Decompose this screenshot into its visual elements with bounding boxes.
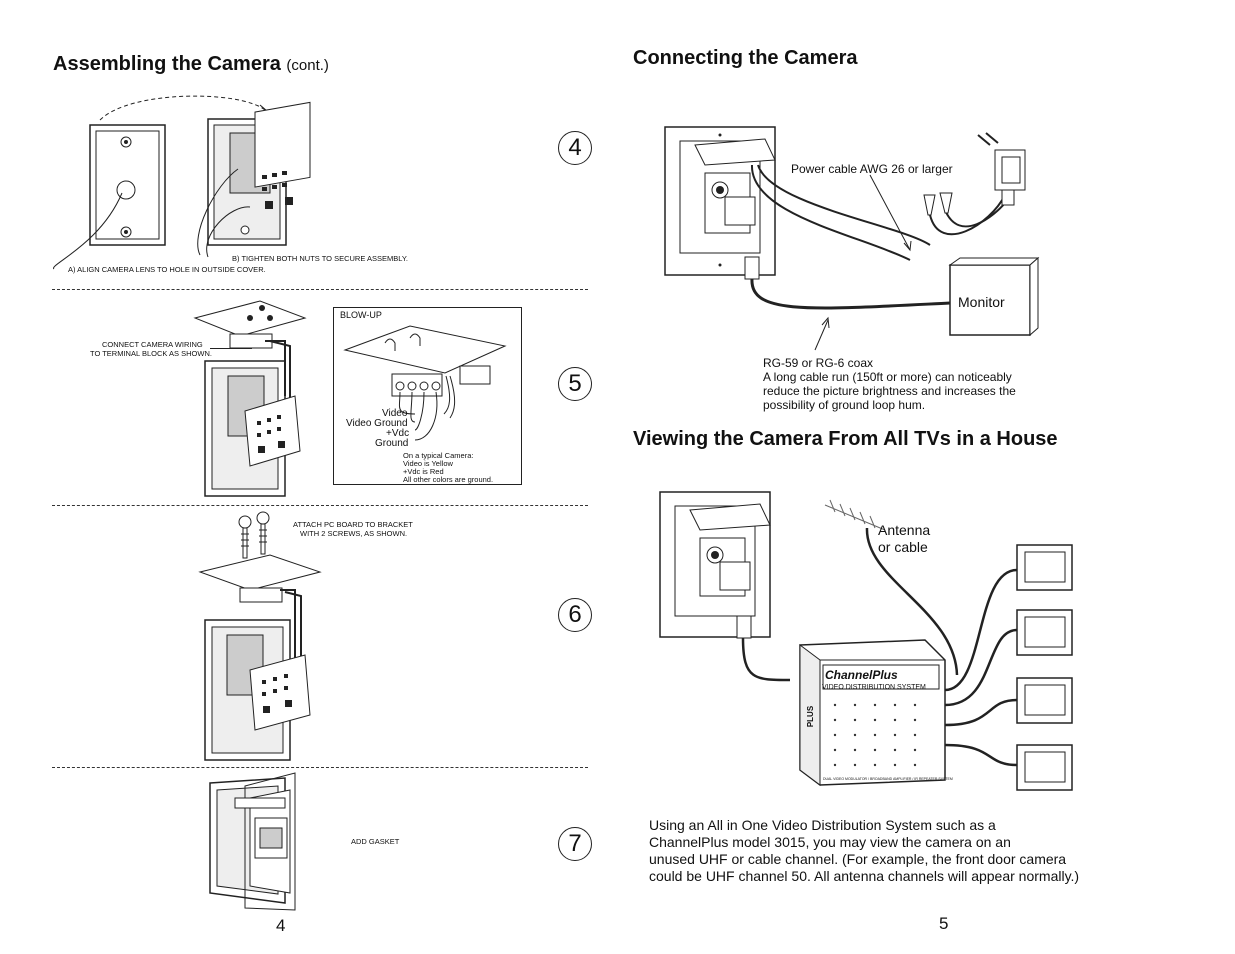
paragraph-line-3: unused UHF or cable channel. (For exampl… bbox=[649, 851, 1067, 867]
viewing-title: Viewing the Camera From All TVs in a Hou… bbox=[633, 428, 1058, 450]
power-cable-label: Power cable AWG 26 or larger bbox=[791, 162, 953, 176]
section-divider bbox=[52, 289, 588, 290]
blowup-title: BLOW-UP bbox=[340, 310, 382, 320]
wire-label-ground: Ground bbox=[375, 438, 409, 449]
connect-title: Connecting the Camera bbox=[633, 47, 858, 69]
wire-label-vdc: +Vdc bbox=[386, 428, 410, 439]
antenna-label-line1: Antenna bbox=[878, 522, 931, 538]
paragraph-line-1: Using an All in One Video Distribution S… bbox=[649, 817, 996, 833]
typical-line-3: +Vdc is Red bbox=[403, 467, 444, 476]
device-label: VIDEO DISTRIBUTION SYSTEM bbox=[822, 684, 926, 691]
typical-line-4: All other colors are ground. bbox=[403, 475, 494, 484]
connect-diagram bbox=[664, 126, 1040, 351]
step6-note-line1: ATTACH PC BOARD TO BRACKET bbox=[293, 520, 413, 529]
step6-illustration bbox=[198, 511, 322, 761]
step5-note-line1: CONNECT CAMERA WIRING bbox=[102, 340, 203, 349]
wire-label-video: Video bbox=[382, 408, 408, 419]
coax-line-4: possibility of ground loop hum. bbox=[763, 398, 926, 412]
step5-illustration bbox=[193, 300, 307, 497]
step4-note-a: A) ALIGN CAMERA LENS TO HOLE IN OUTSIDE … bbox=[68, 265, 266, 274]
step5-note-line2: TO TERMINAL BLOCK AS SHOWN. bbox=[90, 349, 212, 358]
step4-illustration bbox=[53, 95, 311, 270]
section-divider bbox=[52, 505, 588, 506]
device-footer: DUAL VIDEO MODULATOR / BROADBAND AMPLIFI… bbox=[823, 777, 953, 781]
step7-illustration bbox=[209, 772, 296, 911]
left-page-title: Assembling the Camera (cont.) bbox=[53, 53, 329, 75]
coax-line-1: RG-59 or RG-6 coax bbox=[763, 356, 874, 370]
step7-note: ADD GASKET bbox=[351, 837, 400, 846]
device-side-text: PLUS bbox=[806, 705, 816, 728]
step-7-number: 7 bbox=[558, 827, 592, 861]
paragraph-line-4: could be UHF channel 50. All antenna cha… bbox=[649, 868, 1080, 884]
left-page-number: 4 bbox=[276, 916, 286, 935]
device-brand: ChannelPlus bbox=[825, 668, 898, 682]
coax-line-3: reduce the picture brightness and increa… bbox=[763, 384, 1016, 398]
step5-leader bbox=[210, 348, 252, 349]
typical-line-2: Video is Yellow bbox=[403, 459, 453, 468]
typical-line-1: On a typical Camera: bbox=[403, 451, 474, 460]
viewing-diagram bbox=[659, 491, 1073, 791]
step-4-number: 4 bbox=[558, 131, 592, 165]
step6-note-line2: WITH 2 SCREWS, AS SHOWN. bbox=[300, 529, 408, 538]
blowup-box bbox=[333, 307, 522, 485]
step-6-number: 6 bbox=[558, 598, 592, 632]
section-divider bbox=[52, 767, 588, 768]
paragraph-line-2: ChannelPlus model 3015, you may view the… bbox=[649, 834, 1011, 850]
wire-label-video-ground: Video Ground bbox=[346, 418, 408, 429]
step4-note-b: B) TIGHTEN BOTH NUTS TO SECURE ASSEMBLY. bbox=[232, 254, 409, 263]
right-page-number: 5 bbox=[939, 914, 949, 933]
step-5-number: 5 bbox=[558, 367, 592, 401]
coax-line-2: A long cable run (150ft or more) can not… bbox=[763, 370, 1012, 384]
antenna-label-line2: or cable bbox=[878, 539, 928, 555]
monitor-label: Monitor bbox=[958, 294, 1005, 310]
blowup-terminal-illustration bbox=[343, 325, 507, 441]
